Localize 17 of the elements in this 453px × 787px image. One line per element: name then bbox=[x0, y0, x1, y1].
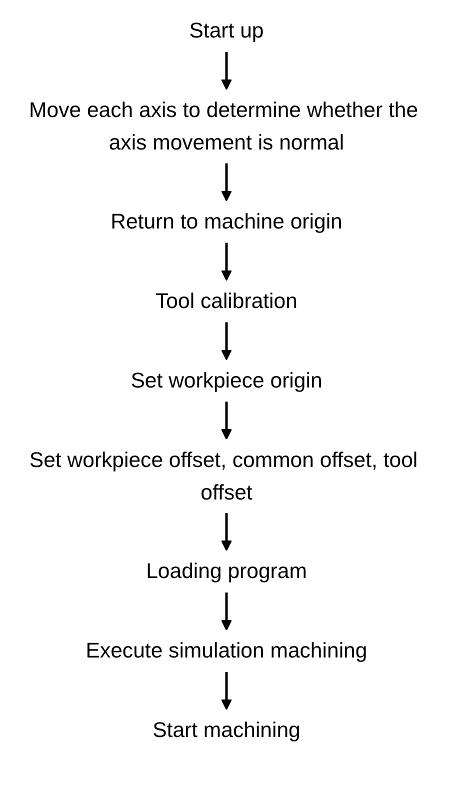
arrow bbox=[221, 52, 232, 90]
arrow bbox=[221, 242, 232, 281]
node-text: Loading program bbox=[146, 559, 307, 584]
node-text: Tool calibration bbox=[156, 289, 298, 313]
arrow bbox=[221, 592, 232, 631]
node-text: Return to machine origin bbox=[110, 210, 342, 234]
arrow bbox=[221, 322, 232, 360]
arrow bbox=[221, 402, 232, 440]
node-text: Execute simulation machining bbox=[86, 638, 368, 663]
node-text: Start machining bbox=[152, 718, 300, 742]
node-text: Set workpiece origin bbox=[130, 368, 322, 392]
node-text: Start up bbox=[189, 18, 264, 43]
node-text: Set workpiece offset, common offset, tool offset bbox=[29, 448, 418, 504]
arrow bbox=[221, 672, 232, 710]
arrow bbox=[221, 163, 232, 202]
arrow bbox=[221, 513, 232, 552]
node-text: Move each axis to determine whether the axis movement is normal bbox=[29, 98, 418, 154]
